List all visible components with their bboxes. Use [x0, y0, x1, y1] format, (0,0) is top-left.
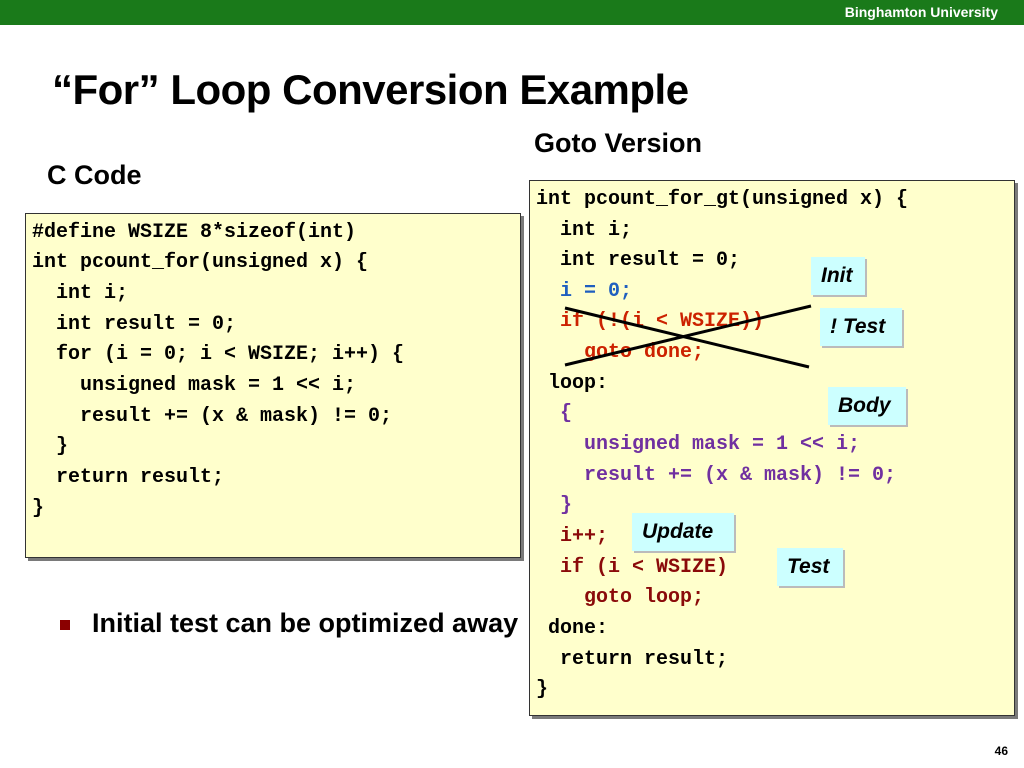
code-line: unsigned mask = 1 << i;: [32, 374, 357, 397]
not-test-code-line: if (!(i < WSIZE)): [536, 310, 765, 333]
code-line: int pcount_for_gt(unsigned x) {: [536, 188, 909, 211]
university-name: Binghamton University: [844, 4, 998, 20]
init-tag: Init: [811, 257, 865, 295]
body-code-line: result += (x & mask) != 0;: [536, 464, 897, 487]
c-code-heading: C Code: [47, 160, 142, 190]
goto-done-code-line: goto done;: [536, 341, 705, 364]
code-line: int result = 0;: [536, 249, 741, 272]
code-line: #define WSIZE 8*sizeof(int): [32, 221, 357, 244]
code-line: int i;: [536, 219, 633, 242]
code-line: for (i = 0; i < WSIZE; i++) {: [32, 343, 405, 366]
test-code-line: if (i < WSIZE): [536, 556, 729, 579]
header-bar: Binghamton University: [0, 0, 1024, 25]
page-number: 46: [994, 744, 1008, 758]
code-line: }: [32, 435, 69, 458]
bullet-square-icon: [60, 620, 70, 630]
bullet-text: Initial test can be optimized away: [92, 608, 519, 638]
update-tag: Update: [632, 513, 734, 551]
goto-loop-code-line: goto loop;: [536, 586, 705, 609]
body-code-line: unsigned mask = 1 << i;: [536, 433, 861, 456]
loop-label-line: loop:: [536, 372, 609, 395]
code-line: int result = 0;: [32, 313, 237, 336]
code-line: return result;: [32, 466, 225, 489]
update-code-line: i++;: [536, 525, 609, 548]
code-line: result += (x & mask) != 0;: [32, 405, 393, 428]
code-line: }: [32, 497, 45, 520]
code-line: return result;: [536, 648, 729, 671]
not-test-tag: ! Test: [820, 308, 902, 346]
init-code-line: i = 0;: [536, 280, 633, 303]
c-code-block: #define WSIZE 8*sizeof(int) int pcount_f…: [25, 213, 521, 558]
body-tag: Body: [828, 387, 906, 425]
code-line: int i;: [32, 282, 129, 305]
code-line: }: [536, 678, 549, 701]
body-open-brace: {: [536, 402, 573, 425]
goto-code-block: int pcount_for_gt(unsigned x) { int i; i…: [529, 180, 1015, 716]
test-tag: Test: [777, 548, 843, 586]
body-close-brace: }: [536, 494, 573, 517]
slide-title: “For” Loop Conversion Example: [52, 66, 689, 113]
goto-version-heading: Goto Version: [534, 128, 703, 158]
code-line: int pcount_for(unsigned x) {: [32, 251, 369, 274]
done-label-line: done:: [536, 617, 609, 640]
